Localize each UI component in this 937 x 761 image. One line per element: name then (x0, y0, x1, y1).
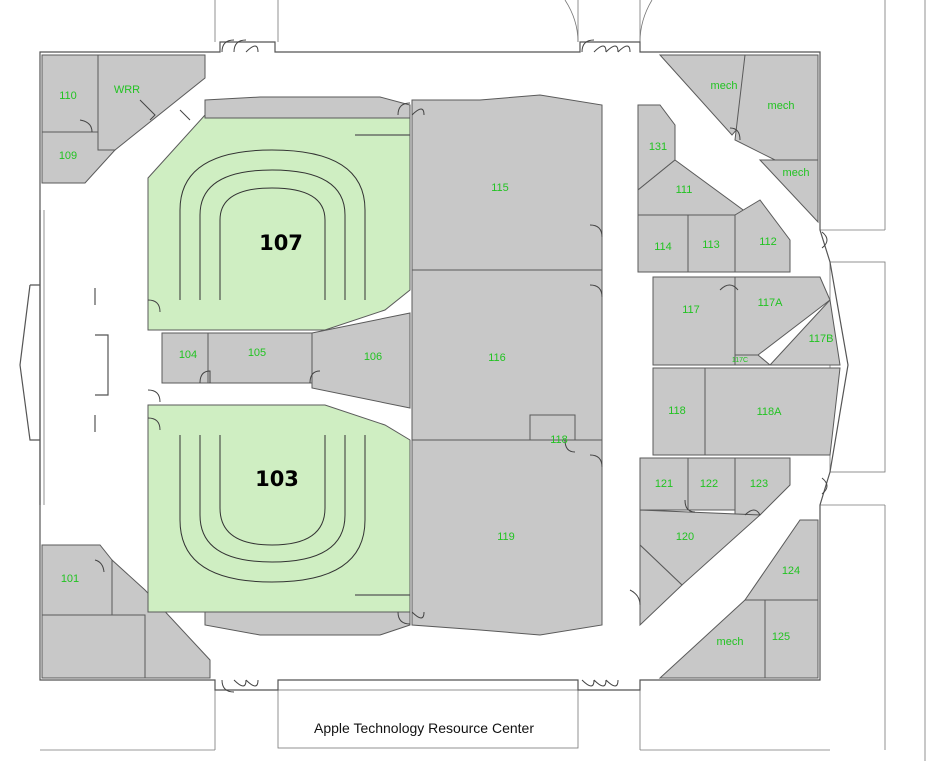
label-117b: 117B (809, 333, 834, 345)
middle-rooms (161, 312, 411, 409)
label-103: 103 (255, 467, 299, 491)
room-112[interactable] (734, 199, 791, 273)
label-115: 115 (491, 182, 509, 194)
room-124[interactable] (744, 519, 819, 601)
room-labels: 110 WRR 109 107 104 105 106 103 101 115 … (59, 80, 834, 648)
label-111: 111 (676, 184, 693, 196)
room-117a[interactable] (734, 276, 831, 356)
label-122: 122 (700, 478, 718, 490)
lab-103-group (147, 404, 411, 636)
label-118: 118 (668, 405, 686, 417)
room-107[interactable] (147, 114, 411, 331)
room-117b[interactable] (768, 298, 841, 366)
label-117a: 117A (758, 297, 784, 309)
label-117c: 117C (732, 357, 748, 364)
label-110: 110 (59, 90, 77, 102)
label-112: 112 (759, 236, 777, 248)
room-117[interactable] (652, 276, 736, 366)
label-wrr: WRR (114, 84, 140, 96)
label-116: 116 (488, 352, 506, 364)
label-114: 114 (654, 241, 672, 253)
label-mech-3: mech (783, 167, 810, 179)
room-109[interactable] (41, 131, 117, 184)
room-118a[interactable] (704, 367, 841, 456)
label-107: 107 (259, 231, 303, 255)
site-lines (40, 0, 926, 761)
label-105: 105 (248, 347, 266, 359)
room-125[interactable] (764, 599, 819, 679)
label-106: 106 (364, 351, 382, 363)
label-120: 120 (676, 531, 694, 543)
west-wing (41, 54, 211, 679)
label-119: 119 (497, 531, 515, 543)
room-103[interactable] (147, 404, 411, 613)
label-123: 123 (750, 478, 768, 490)
label-125: 125 (772, 631, 790, 643)
label-117: 117 (682, 304, 700, 316)
room-123[interactable] (734, 457, 791, 516)
label-121: 121 (655, 478, 673, 490)
room-mech-4[interactable] (658, 599, 766, 679)
label-124: 124 (782, 565, 800, 577)
central-east-rooms (411, 94, 603, 636)
label-131: 131 (649, 141, 667, 153)
label-118-small: 118 (550, 434, 568, 446)
plan-caption: Apple Technology Resource Center (314, 720, 534, 736)
room-131[interactable] (637, 104, 676, 192)
label-113: 113 (702, 239, 720, 251)
room-east-lower[interactable] (639, 543, 683, 627)
east-wing (637, 54, 841, 679)
label-101: 101 (61, 573, 79, 585)
room-119[interactable] (411, 439, 603, 636)
label-mech-4: mech (717, 636, 744, 648)
label-mech-2: mech (768, 100, 795, 112)
label-104: 104 (179, 349, 197, 361)
room-106[interactable] (311, 312, 411, 409)
label-118a: 118A (757, 406, 783, 418)
building-outline (19, 41, 849, 691)
label-109: 109 (59, 150, 77, 162)
room-117c[interactable] (734, 354, 772, 366)
room-mech-3[interactable] (758, 159, 819, 224)
lab-107-group (147, 96, 411, 331)
label-mech-1: mech (711, 80, 738, 92)
room-west-lower[interactable] (41, 614, 146, 679)
doors (94, 39, 828, 693)
